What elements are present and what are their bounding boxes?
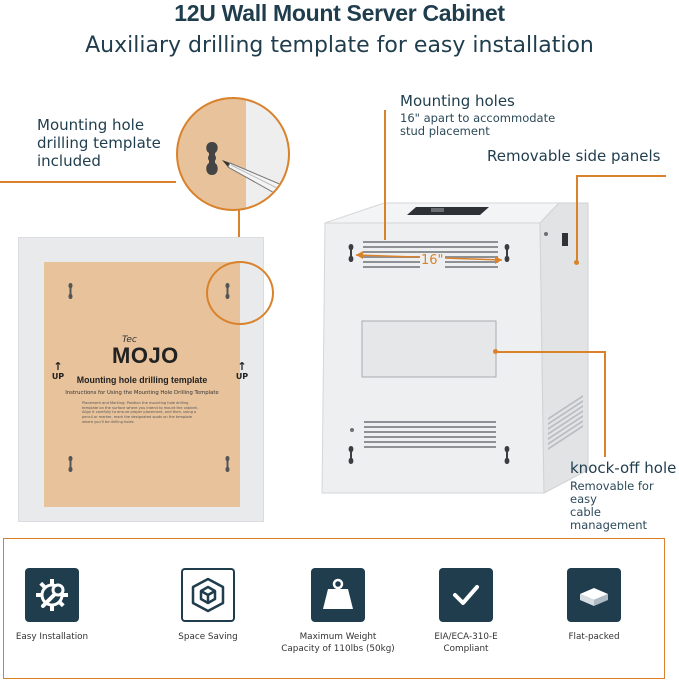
feature-label: Space Saving <box>178 632 238 642</box>
knockoff-dot <box>493 349 498 354</box>
hole-highlight-circle <box>206 261 274 325</box>
template-instructions: Placement and Marking: Position the moun… <box>82 401 199 424</box>
feature-label: Easy Installation <box>15 632 89 642</box>
up-label: UP <box>51 372 65 381</box>
knockoff-line-h <box>497 351 604 353</box>
template-hole-bottom-left <box>68 456 73 472</box>
mounting-holes-line <box>384 110 386 240</box>
mounting-holes-callout: Mounting holes 16" apart to accommodate … <box>400 92 555 138</box>
template-subheading: Instructions for Using the Mounting Hole… <box>65 390 219 396</box>
brand-logo: MOJO <box>112 343 179 368</box>
template-callout-text: Mounting hole drilling template included <box>37 116 161 170</box>
template-callout-line <box>0 181 176 183</box>
up-indicator-right: ↑ UP <box>235 360 249 381</box>
brand-prefix: Tec <box>122 335 137 345</box>
template-callout: Mounting hole drilling template included <box>37 116 161 170</box>
gear-wrench-icon <box>25 568 79 622</box>
side-panels-line-v <box>576 175 578 261</box>
features-panel: Easy Installation Space Saving Maximum W… <box>3 538 665 679</box>
mounting-holes-title: Mounting holes <box>400 92 515 110</box>
up-arrow-icon: ↑ <box>53 360 63 373</box>
up-indicator-left: ↑ UP <box>51 360 65 381</box>
page-subtitle: Auxiliary drilling template for easy ins… <box>85 33 594 58</box>
pencil-icon <box>222 160 283 196</box>
weight-icon <box>311 568 365 622</box>
side-panels-callout: Removable side panels <box>487 147 660 165</box>
side-panels-dot <box>574 260 579 265</box>
feature-label: Flat-packed <box>568 632 620 642</box>
flat-box-icon <box>567 568 621 622</box>
feature-label: EIA/ECA-310-E Compliant <box>434 632 498 654</box>
feature-label: Maximum Weight Capacity of 110lbs (50kg) <box>281 632 395 654</box>
side-panels-line-h <box>576 175 666 177</box>
feature-flat-packed: Flat-packed <box>532 568 656 644</box>
up-arrow-icon: ↑ <box>237 360 247 373</box>
keyhole-mark-icon <box>206 142 218 175</box>
feature-space-saving: Space Saving <box>146 568 270 644</box>
up-label: UP <box>235 372 249 381</box>
side-panels-label: Removable side panels <box>487 147 661 165</box>
knockoff-line-v <box>604 351 606 457</box>
template-connector-line <box>238 210 240 262</box>
mounting-holes-desc: 16" apart to accommodate stud placement <box>400 111 556 138</box>
knockoff-callout: knock-off hole Removable for easy cable … <box>570 459 679 532</box>
page-title: 12U Wall Mount Server Cabinet <box>174 0 505 26</box>
dimension-marker-text: 16" <box>420 253 445 268</box>
knockoff-desc: Removable for easy cable management <box>570 479 654 532</box>
feature-eia-compliant: EIA/ECA-310-E Compliant <box>404 568 528 655</box>
cube-icon <box>181 568 235 622</box>
template-hole-bottom-right <box>225 456 230 472</box>
zoom-detail-circle <box>176 97 290 211</box>
feature-easy-installation: Easy Installation <box>0 568 114 644</box>
knockoff-title: knock-off hole <box>570 459 677 477</box>
template-heading: Mounting hole drilling template <box>76 375 208 385</box>
feature-max-weight: Maximum Weight Capacity of 110lbs (50kg) <box>276 568 400 655</box>
checkmark-icon <box>439 568 493 622</box>
template-hole-top-left <box>68 283 73 299</box>
